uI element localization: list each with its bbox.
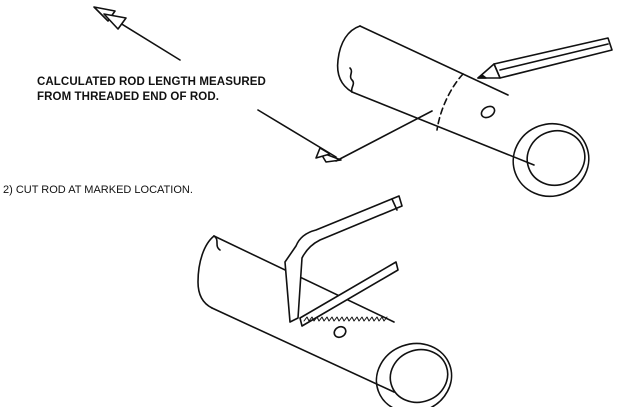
rod-lower	[197, 235, 453, 407]
hacksaw	[284, 195, 403, 327]
step-cut-instruction: 2) CUT ROD AT MARKED LOCATION.	[3, 184, 193, 196]
rod-upper	[336, 25, 590, 198]
measurement-note: CALCULATED ROD LENGTH MEASURED FROM THRE…	[37, 75, 266, 105]
measurement-note-line-2: FROM THREADED END OF ROD.	[37, 91, 220, 103]
measurement-arrow-top	[93, 6, 181, 61]
measurement-note-line-1: CALCULATED ROD LENGTH MEASURED	[37, 76, 266, 88]
measurement-arrow-bottom	[257, 109, 433, 163]
pencil	[477, 37, 613, 79]
